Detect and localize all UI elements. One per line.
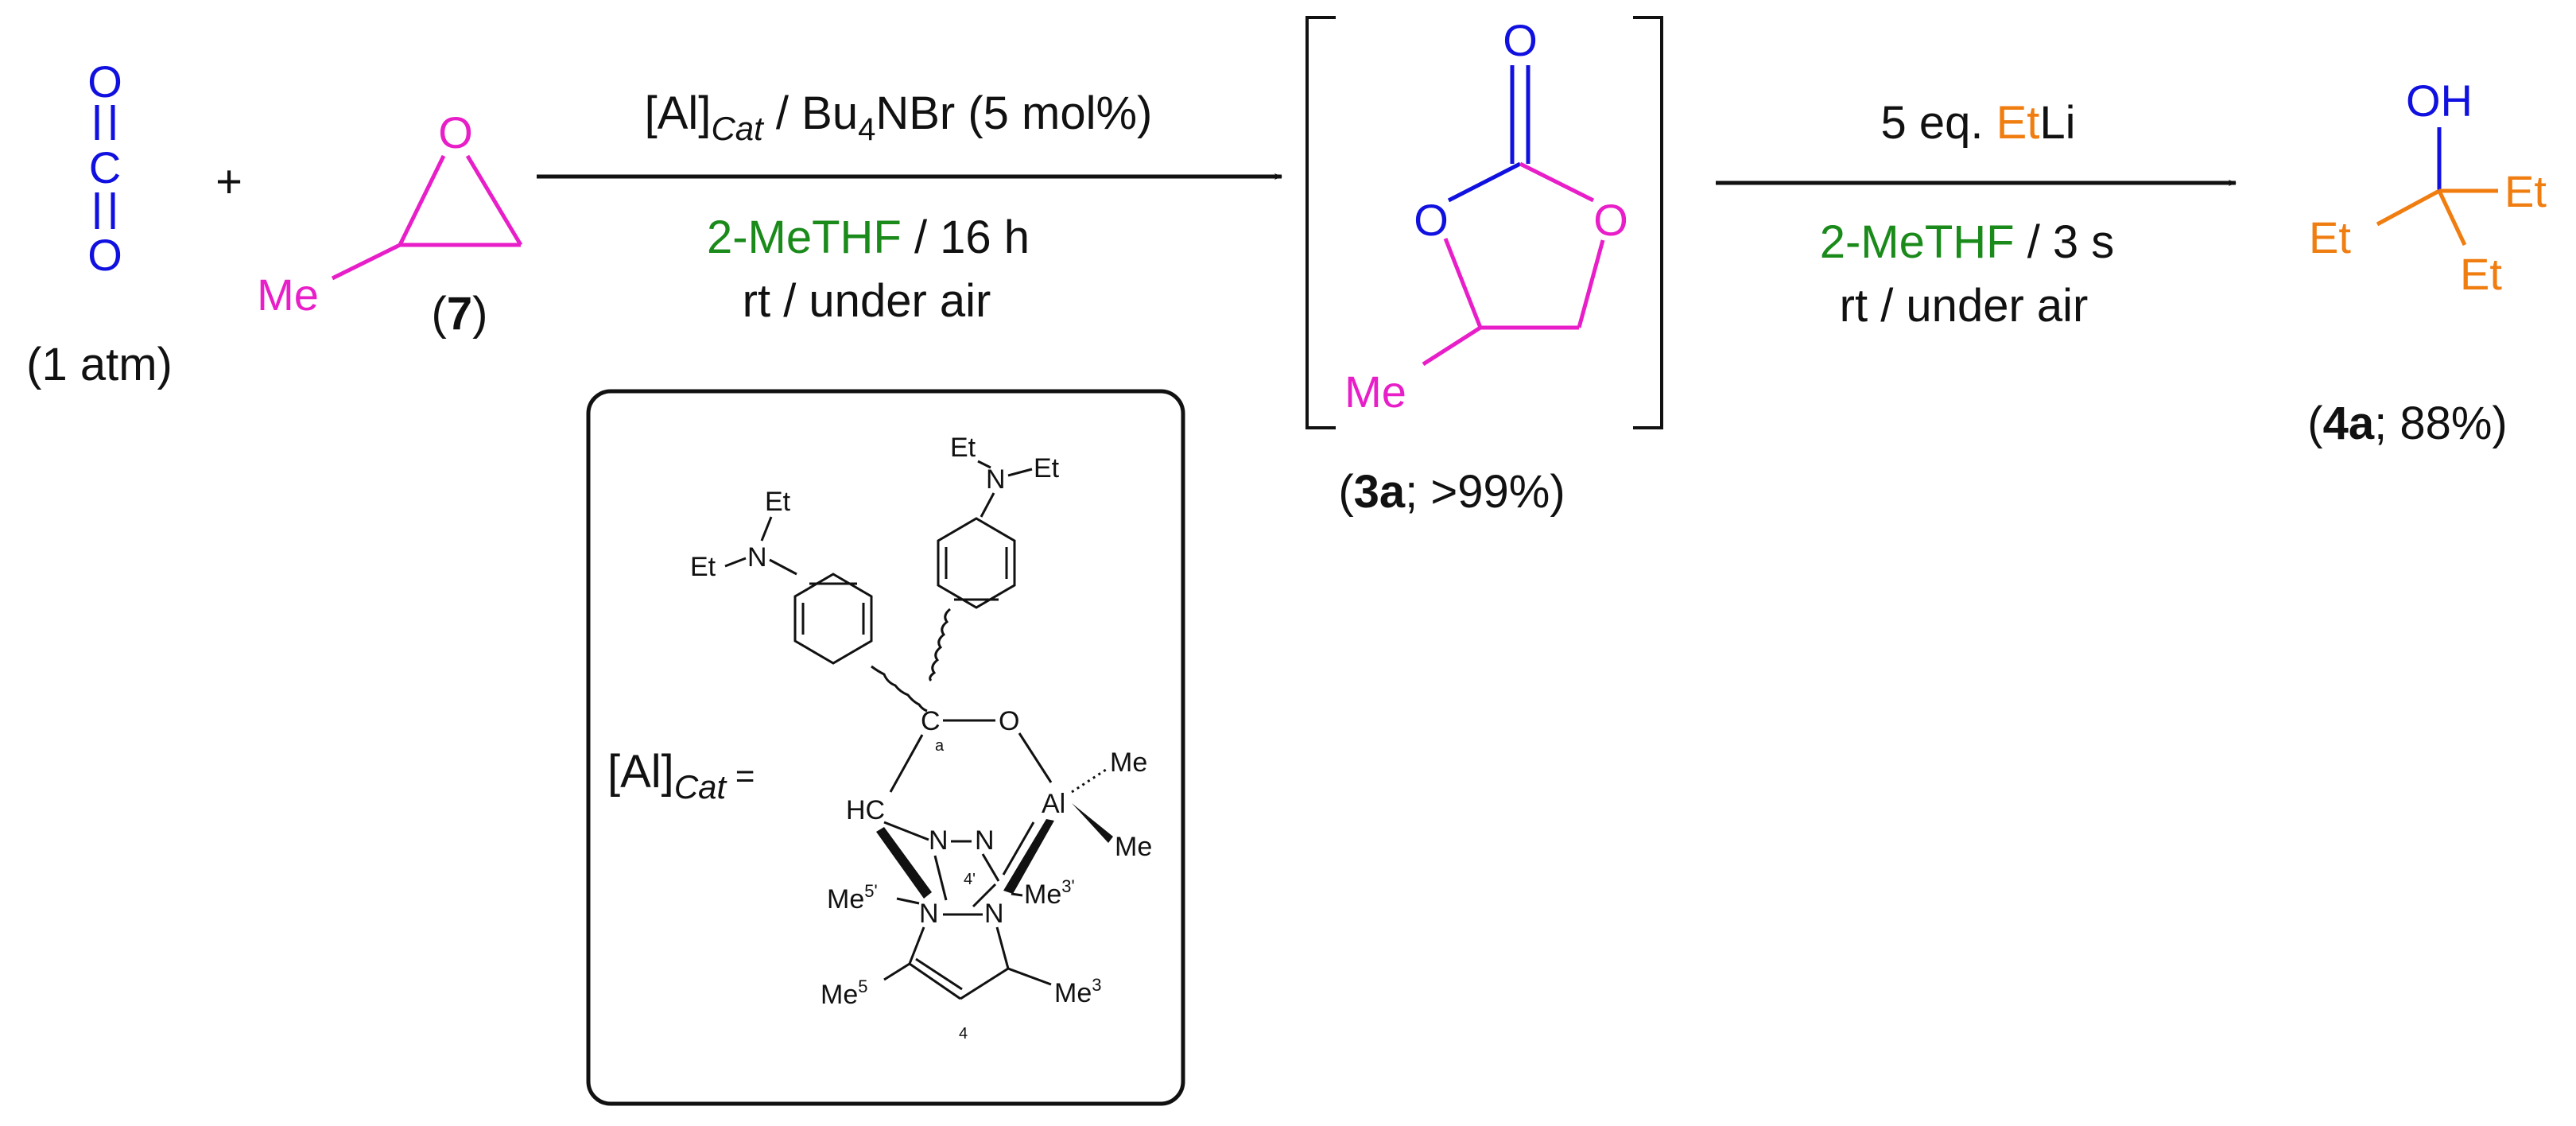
me5: Me5 <box>821 977 867 1010</box>
product-label: (4a; 88%) <box>2307 398 2507 449</box>
carbonate-carbonyl-oxygen: O <box>1503 15 1538 65</box>
co2-oxygen-top: O <box>87 56 122 107</box>
et-left-1: Et <box>765 487 791 517</box>
co2-oxygen-bottom: O <box>87 230 122 280</box>
carbon-a: C <box>921 706 941 736</box>
oxygen-atom: O <box>999 706 1019 736</box>
n-left: N <box>747 542 767 573</box>
n-top: N <box>986 464 1006 495</box>
carbonate-label: (3a; >99%) <box>1338 466 1565 518</box>
carbonate-methyl: Me <box>1344 367 1406 417</box>
n-pyrazole-2: N <box>984 899 1004 929</box>
locant-4prime: 4' <box>964 871 976 888</box>
co2-molecule: O C O (1 atm) <box>26 56 173 390</box>
me-al-2: Me <box>1115 832 1152 862</box>
et-top-2: Et <box>1034 453 1060 483</box>
et-left-2: Et <box>690 552 716 582</box>
product-ethyl-bottom: Et <box>2460 249 2502 299</box>
step2-reagent: 5 eq. EtLi <box>1880 97 2075 149</box>
locant-4: 4 <box>959 1025 968 1043</box>
carbonate-ring-oxygen-right: O <box>1593 195 1628 245</box>
step1-reagents: [Al]Cat / Bu4NBr (5 mol%) <box>645 87 1153 147</box>
catalyst-structure-box: [Al]Cat = Et N Et Et N Et C a O Al <box>586 389 1185 1106</box>
epoxide-molecule: O Me (7) <box>257 107 523 340</box>
me5prime: Me5' <box>827 881 878 914</box>
tertiary-alcohol-molecule: OH Et Et Et (4a; 88%) <box>2307 76 2547 449</box>
catalyst-label: [Al]Cat = <box>607 746 755 806</box>
carbon-locant: a <box>935 737 945 755</box>
step1-conditions: [Al]Cat / Bu4NBr (5 mol%) 2-MeTHF / 16 h… <box>537 87 1282 327</box>
me3: Me3 <box>1054 975 1101 1008</box>
step1-solvent-time: 2-MeTHF / 16 h <box>707 212 1030 263</box>
product-ethyl-right: Et <box>2504 166 2547 216</box>
epoxide-methyl: Me <box>257 270 319 320</box>
hc-atom: HC <box>846 795 885 825</box>
cyclic-carbonate-molecule: O O O Me (3a; >99%) <box>1305 15 1663 518</box>
aluminium-atom: Al <box>1042 789 1065 819</box>
step1-conditions-text: rt / under air <box>743 275 991 327</box>
me-al-1: Me <box>1110 747 1147 778</box>
carbonate-ring-oxygen-left: O <box>1414 195 1449 245</box>
n-pyrazole-1: N <box>919 899 939 929</box>
co2-carbon: C <box>89 142 121 192</box>
epoxide-oxygen: O <box>438 107 473 157</box>
step2-conditions-text: rt / under air <box>1840 280 2089 332</box>
co2-pressure: (1 atm) <box>26 339 173 390</box>
n-triazole-1: N <box>929 825 949 856</box>
step2-solvent-time: 2-MeTHF / 3 s <box>1820 216 2115 268</box>
epoxide-label: (7) <box>432 288 488 340</box>
me3prime: Me3' <box>1024 876 1075 910</box>
product-ethyl-left: Et <box>2309 212 2351 262</box>
et-top-1: Et <box>950 433 976 463</box>
product-hydroxyl: OH <box>2406 76 2473 126</box>
n-triazole-2: N <box>975 825 995 856</box>
plus-sign: + <box>215 156 242 208</box>
step2-conditions: 5 eq. EtLi 2-MeTHF / 3 s rt / under air <box>1716 97 2237 332</box>
